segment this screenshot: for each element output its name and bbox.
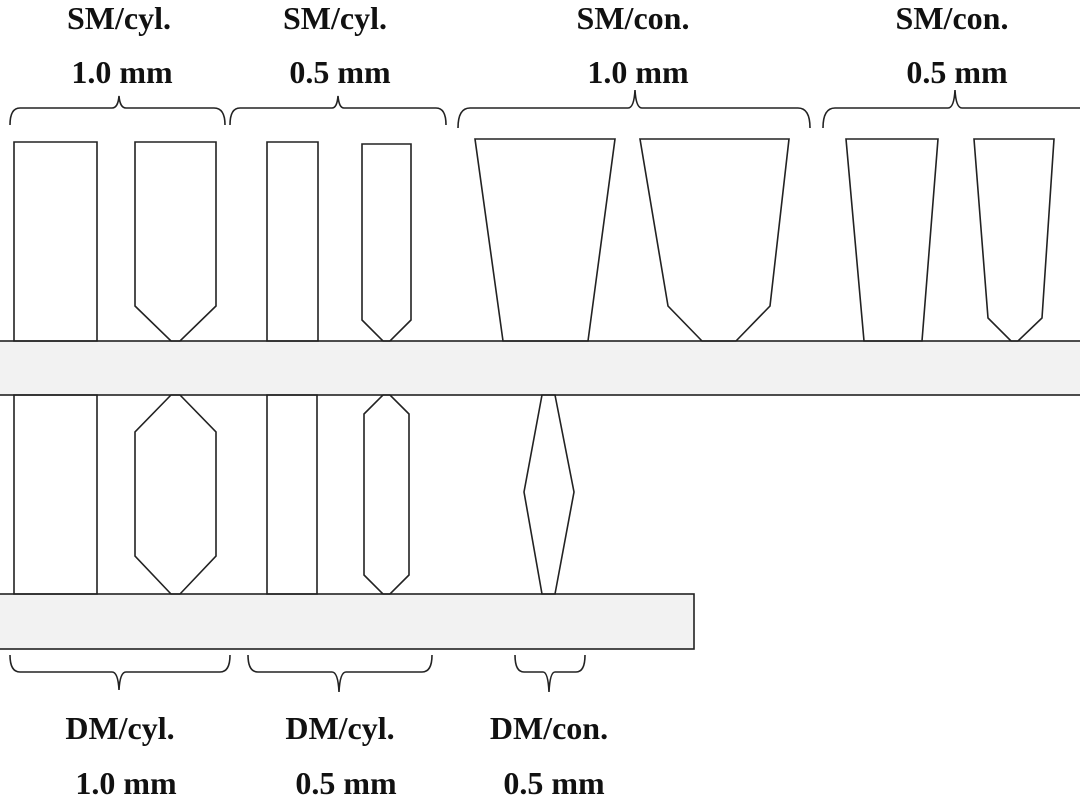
bottom-label-method-1: DM/cyl. <box>65 710 175 746</box>
top-label-method-3: SM/con. <box>576 0 690 36</box>
sm-con-1mm-flat-needle <box>474 138 616 342</box>
bottom-label-method-2: DM/cyl. <box>285 710 395 746</box>
top-label-method-4: SM/con. <box>895 0 1009 36</box>
sm-cyl-05mm-flat-needle <box>266 141 319 342</box>
bottom-brace-dm-con-05mm <box>514 654 586 693</box>
top-substrate-plate <box>0 340 1080 396</box>
top-label-size-2: 0.5 mm <box>289 54 391 90</box>
bottom-label-size-2: 0.5 mm <box>295 765 397 801</box>
dm-cyl-1mm-double-pointed-needle <box>134 394 217 595</box>
dm-cyl-05mm-double-pointed-needle <box>363 394 410 595</box>
top-label-size-3: 1.0 mm <box>587 54 689 90</box>
dm-con-05mm-needle <box>523 394 575 595</box>
dm-cyl-1mm-flat-needle <box>13 394 98 595</box>
top-brace-sm-cyl-1mm <box>9 95 226 126</box>
top-brace-sm-con-05mm <box>822 89 1080 129</box>
sm-cyl-05mm-pointed-needle <box>361 143 412 342</box>
sm-con-1mm-pointed-needle <box>639 138 790 342</box>
bottom-label-size-1: 1.0 mm <box>75 765 177 801</box>
sm-cyl-1mm-flat-needle <box>13 141 98 342</box>
bottom-brace-dm-cyl-05mm <box>247 654 433 693</box>
bottom-substrate-plate <box>0 593 695 650</box>
dm-cyl-05mm-flat-needle <box>266 394 318 595</box>
top-label-method-2: SM/cyl. <box>283 0 387 36</box>
top-brace-sm-con-1mm <box>457 89 811 129</box>
sm-cyl-1mm-pointed-needle <box>134 141 217 342</box>
bottom-label-size-3: 0.5 mm <box>503 765 605 801</box>
bottom-brace-dm-cyl-1mm <box>9 654 231 691</box>
sm-con-05mm-flat-needle <box>845 138 939 342</box>
top-brace-sm-cyl-05mm <box>229 95 447 126</box>
bottom-label-method-3: DM/con. <box>489 710 609 746</box>
sm-con-05mm-pointed-needle <box>973 138 1055 342</box>
top-label-size-1: 1.0 mm <box>71 54 173 90</box>
top-label-size-4: 0.5 mm <box>906 54 1008 90</box>
top-label-method-1: SM/cyl. <box>67 0 171 36</box>
